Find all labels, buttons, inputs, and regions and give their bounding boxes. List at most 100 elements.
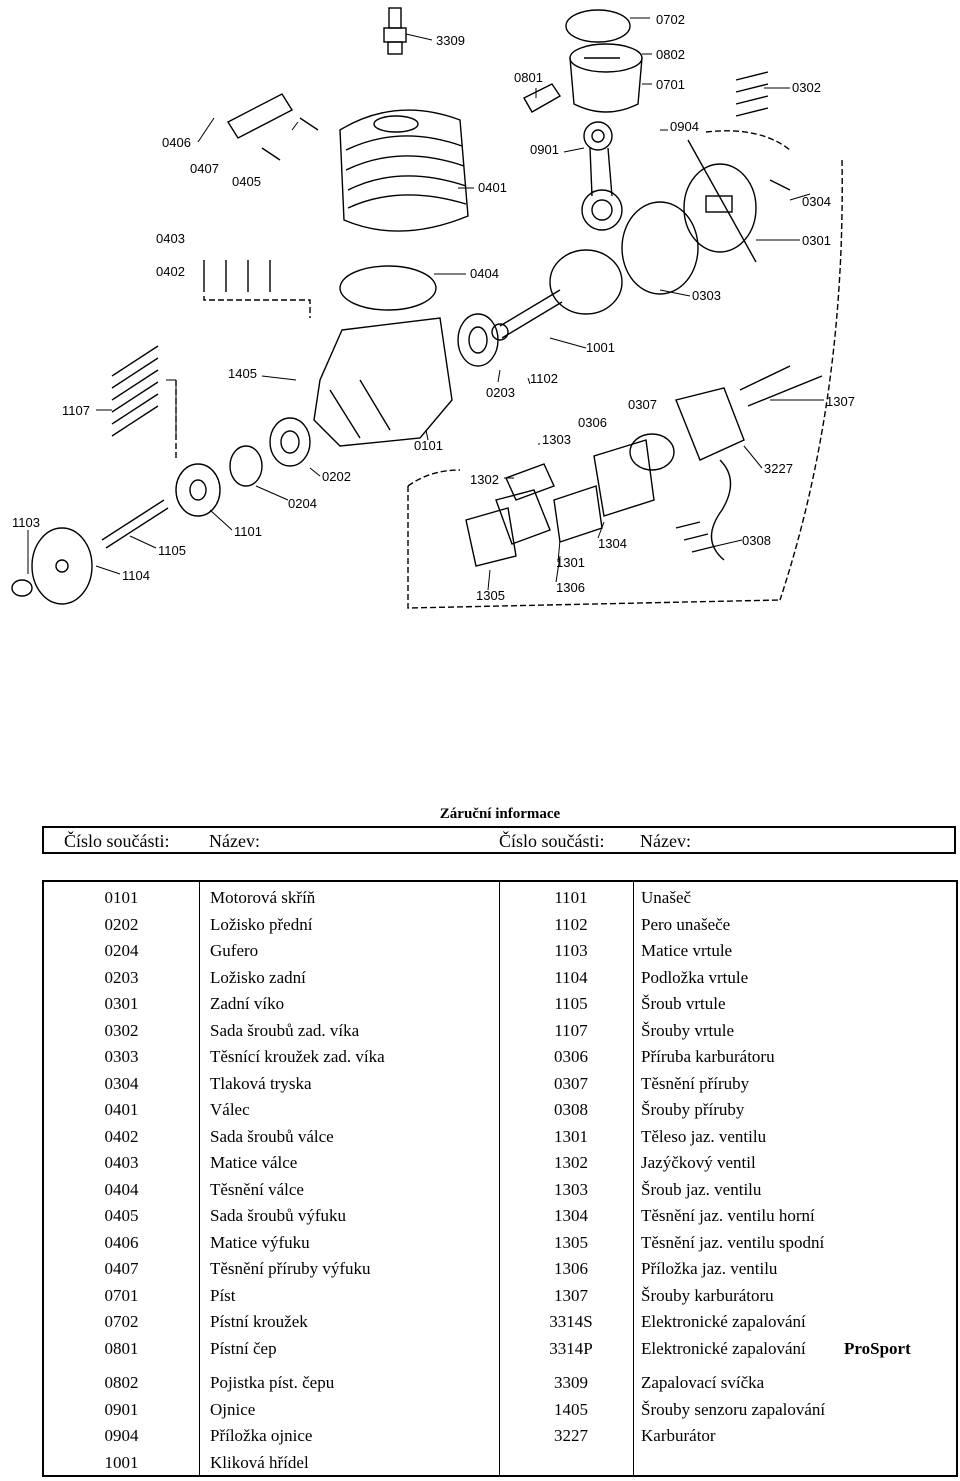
part-number-cell: 1103 — [554, 941, 588, 960]
part-name-cell: Matice výfuku — [210, 1232, 310, 1252]
callout-label: 1306 — [556, 580, 585, 595]
callout-label: 0301 — [802, 233, 831, 248]
callout-label: 1405 — [228, 366, 257, 381]
part-name-cell: Šrouby příruby — [641, 1100, 745, 1119]
header-part-number-2: Číslo součásti: — [499, 831, 605, 851]
part-name-cell: Příložka jaz. ventilu — [641, 1259, 778, 1278]
part-number-cell: 1306 — [554, 1259, 588, 1278]
part-name-cell: Šrouby senzoru zapalování — [641, 1399, 826, 1419]
part-number-cell: 0301 — [104, 994, 139, 1013]
part-name-cell: Válec — [210, 1100, 250, 1119]
part-name-cell: Matice vrtule — [641, 941, 733, 960]
part-number-cell: 0306 — [554, 1047, 588, 1066]
callout-label: 0204 — [288, 496, 317, 511]
part-name-cell: Příruba karburátoru — [641, 1047, 775, 1066]
piston-ring-part — [565, 9, 631, 43]
part-name-cell: Sada šroubů výfuku — [210, 1206, 346, 1225]
part-number-cell: 1307 — [554, 1285, 588, 1305]
part-name-cell: Šroub vrtule — [641, 994, 726, 1013]
part-number-cell: 1305 — [554, 1232, 588, 1252]
part-name-cell: Elektronické zapalování — [641, 1338, 806, 1358]
callout-label: 0203 — [486, 385, 515, 400]
part-number-cell: 3314P — [549, 1338, 593, 1358]
header-name-2: Název: — [640, 831, 691, 851]
callout-label: 0407 — [190, 161, 219, 176]
bolt-sets — [111, 71, 823, 553]
part-number-cell: 1102 — [554, 914, 588, 934]
crankcase-part — [313, 317, 453, 447]
part-number-cell: 0403 — [104, 1153, 139, 1172]
part-number-cell: 0801 — [104, 1338, 139, 1358]
part-name-cell: Unašeč — [641, 888, 692, 907]
part-name-cell: Těsnění jaz. ventilu spodní — [641, 1232, 825, 1252]
callout-label: 0801 — [514, 70, 543, 85]
piston-pin-part — [523, 83, 561, 113]
part-name-cell: Těsnění příruby — [641, 1073, 750, 1093]
flange-part — [593, 439, 655, 517]
part-number-cell: 3227 — [554, 1426, 588, 1445]
table-row: 0904 Příložka ojnice 3227 Karburátor — [44, 1424, 956, 1448]
part-number-cell: 3314S — [549, 1312, 593, 1331]
callout-label: 0702 — [656, 12, 685, 27]
part-number-cell: 1104 — [554, 967, 588, 987]
callout-label: 0303 — [692, 288, 721, 303]
part-name-cell: Ložisko přední — [210, 914, 313, 934]
callout-label: 0904 — [670, 119, 699, 134]
part-name-cell: Karburátor — [641, 1426, 716, 1445]
part-name-cell: Těsnící kroužek zad. víka — [210, 1047, 385, 1066]
part-name-cell: Zadní víko — [210, 994, 285, 1013]
part-name-cell: Příložka ojnice — [210, 1426, 313, 1445]
drive-hub-part — [175, 463, 221, 517]
rear-cover-part — [683, 139, 791, 263]
part-name-cell: Těsnění příruby výfuku — [210, 1259, 371, 1278]
part-name-cell: Pero unašeče — [641, 914, 731, 934]
part-name-cell: Elektronické zapalování — [641, 1312, 806, 1331]
part-number-cell: 0702 — [104, 1312, 139, 1331]
part-number-cell: 0701 — [104, 1285, 139, 1305]
part-number-cell: 0307 — [554, 1073, 588, 1093]
assembly-bracket-lines — [175, 130, 843, 609]
part-name-cell: Zapalovací svíčka — [641, 1373, 765, 1392]
callout-label: 1307 — [826, 394, 855, 409]
callout-label: 1103 — [12, 515, 40, 530]
callout-label: 0405 — [232, 174, 261, 189]
callout-label: 0202 — [322, 469, 351, 484]
part-number-cell: 0101 — [104, 888, 139, 907]
callout-label: 1101 — [234, 524, 262, 539]
cylinder-gasket-part — [339, 265, 437, 311]
exploded-engine-diagram: 3309 0702 0802 0701 0801 0904 0302 0901 … — [11, 7, 855, 609]
callout-label: 1302 — [470, 472, 499, 487]
part-name-cell: Motorová skříň — [210, 888, 316, 907]
callout-label: 3227 — [764, 461, 793, 476]
part-name-bold-suffix: ProSport — [844, 1338, 911, 1358]
callout-label: 0401 — [478, 180, 507, 195]
exhaust-gasket-part — [227, 93, 293, 139]
table-header: Číslo součásti: Název: Číslo součásti: N… — [42, 826, 956, 854]
part-name-cell: Píst — [210, 1285, 236, 1305]
callout-label: 1304 — [598, 536, 627, 551]
part-number-cell: 0904 — [104, 1426, 139, 1445]
bearing-parts — [229, 313, 499, 487]
document-title: Záruční informace — [439, 806, 561, 822]
part-number-cell: 1303 — [554, 1179, 588, 1199]
callout-label: 0306 — [578, 415, 607, 430]
part-name-cell: Šroub jaz. ventilu — [641, 1179, 762, 1199]
part-number-cell: 0402 — [104, 1126, 139, 1146]
callout-label: 0403 — [156, 231, 185, 246]
part-name-cell: Matice válce — [210, 1153, 298, 1172]
part-number-cell: 0407 — [104, 1259, 139, 1278]
part-number-cell: 1304 — [554, 1206, 588, 1225]
part-callouts: 3309 0702 0802 0701 0801 0904 0302 0901 … — [12, 12, 855, 603]
callout-label: 1105 — [158, 543, 186, 558]
callout-label: 0304 — [802, 194, 831, 209]
